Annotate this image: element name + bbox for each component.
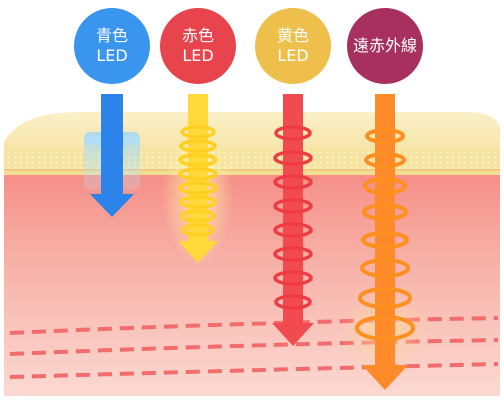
badge-red-led: 赤色 LED [160,8,236,84]
badge-blue-line2: LED [96,46,128,65]
badge-yellow-line2: LED [277,46,309,65]
badge-far-infrared: 遠赤外線 [347,8,423,84]
red-led-arrow [162,94,234,265]
badge-yellow-line1: 黄色 [276,26,309,45]
badge-yellow-led: 黄色 LED [255,8,331,84]
cell-layer [4,148,500,170]
badge-red-line1: 赤色 [181,26,214,45]
dermis-layer [4,175,500,396]
badge-red-line2: LED [182,46,214,65]
far-infrared-arrow [339,94,431,390]
blue-led-arrow [84,94,140,217]
badge-blue-led: 青色 LED [74,8,150,84]
badge-far-infrared-label: 遠赤外線 [352,36,417,55]
badge-blue-line1: 青色 [95,26,128,45]
tissue-lines [9,316,499,379]
yellow-led-arrow [272,94,314,346]
